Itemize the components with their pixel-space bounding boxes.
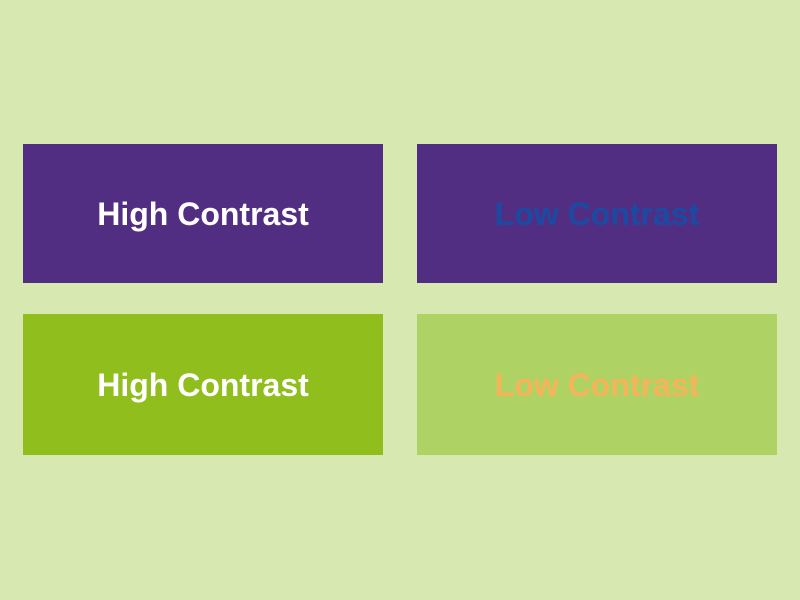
swatch-high-contrast-purple: High Contrast bbox=[23, 144, 383, 283]
swatch-label: High Contrast bbox=[97, 195, 309, 232]
swatch-low-contrast-green: Low Contrast bbox=[417, 314, 777, 455]
swatch-high-contrast-green: High Contrast bbox=[23, 314, 383, 455]
swatch-label: High Contrast bbox=[97, 366, 309, 403]
swatch-label: Low Contrast bbox=[494, 366, 700, 403]
swatch-low-contrast-purple: Low Contrast bbox=[417, 144, 777, 283]
swatch-label: Low Contrast bbox=[494, 195, 700, 232]
